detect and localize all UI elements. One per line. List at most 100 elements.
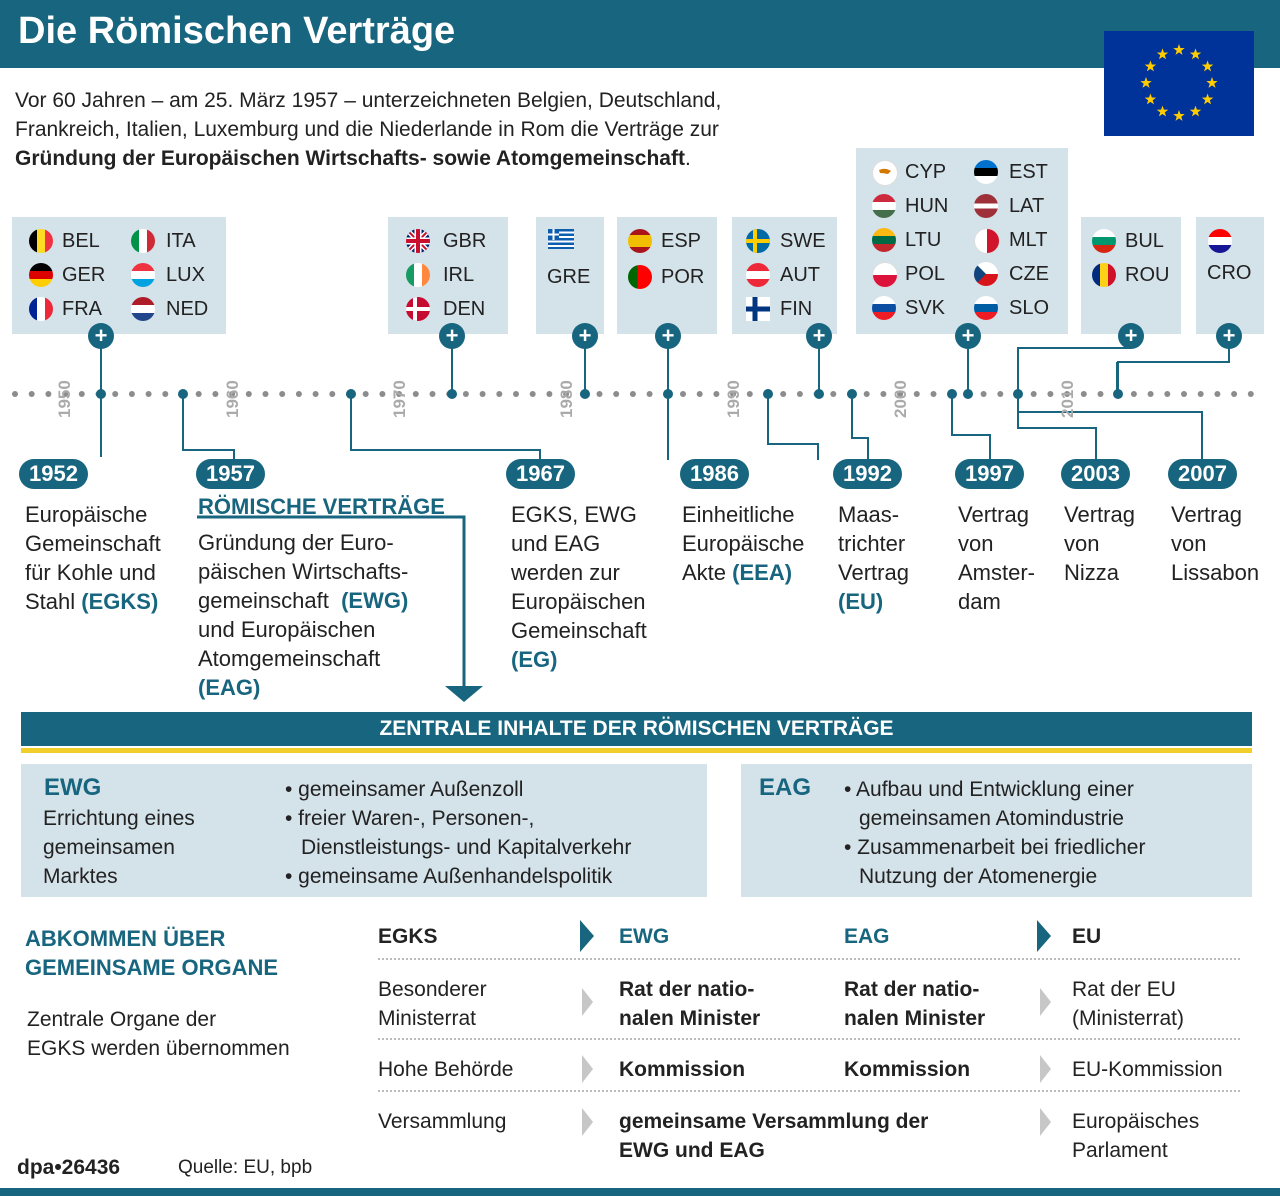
timeline-dot bbox=[45, 391, 52, 397]
flag-cro-icon bbox=[1208, 229, 1232, 253]
timeline-dot bbox=[997, 391, 1004, 397]
timeline-dot bbox=[195, 391, 202, 397]
eu-star bbox=[1144, 93, 1157, 105]
timeline-connectors bbox=[12, 340, 1254, 460]
eag-heading: EAG bbox=[759, 774, 812, 801]
flag-est-icon bbox=[974, 160, 998, 184]
country-label: AUT bbox=[780, 264, 820, 286]
flag-pol-icon bbox=[872, 262, 898, 288]
timeline-dot bbox=[479, 391, 486, 397]
flag-gre-icon bbox=[548, 229, 574, 249]
flag-fin-icon bbox=[746, 297, 770, 321]
country-label: GBR bbox=[443, 230, 487, 252]
event-2007-text: Vertrag von Lissabon bbox=[1171, 502, 1260, 585]
eu-star bbox=[1189, 48, 1202, 60]
country-label: GER bbox=[62, 264, 106, 286]
country-label: NED bbox=[166, 298, 209, 320]
timeline-dot bbox=[1030, 391, 1037, 397]
flag-cze-icon bbox=[974, 262, 998, 286]
timeline-dot bbox=[796, 391, 803, 397]
plus-icon: + bbox=[88, 323, 114, 349]
country-label: CZE bbox=[1009, 263, 1049, 285]
event-1952-text: Europäische Gemeinschaft für Kohle und S… bbox=[25, 502, 161, 614]
country-label: ESP bbox=[661, 230, 702, 252]
plus-icon: + bbox=[439, 323, 465, 349]
table-cell: gemeinsame Versammlung der EWG und EAG bbox=[619, 1110, 929, 1162]
flag-por-icon bbox=[628, 265, 652, 289]
table-separator bbox=[378, 958, 1240, 960]
country-label: GRE bbox=[547, 266, 591, 288]
timeline-dot bbox=[563, 391, 570, 397]
country-label: DEN bbox=[443, 298, 486, 320]
timeline-dot bbox=[212, 391, 219, 397]
col-header-eag: EAG bbox=[844, 925, 890, 948]
plus-icon: + bbox=[955, 323, 981, 349]
event-1986-text: Einheitliche Europäische Akte (EEA) bbox=[682, 502, 805, 585]
timeline-dot bbox=[1047, 391, 1054, 397]
eu-star bbox=[1173, 44, 1185, 55]
plus-icon: + bbox=[806, 323, 832, 349]
roemische-vertraege-heading: RÖMISCHE VERTRÄGE bbox=[198, 494, 445, 519]
accession-box-1952: BEL ITA GER LUX FRA NED bbox=[12, 217, 226, 334]
timeline-dot bbox=[1164, 391, 1171, 397]
eu-flag-icon bbox=[1104, 31, 1254, 136]
country-label: SWE bbox=[780, 230, 826, 252]
accession-box-1973: GBR IRL DEN bbox=[388, 217, 508, 334]
event-1967-text: EGKS, EWG und EAG werden zur Europäische… bbox=[511, 502, 647, 672]
timeline-dot bbox=[1231, 391, 1238, 397]
flag-lat-icon bbox=[974, 194, 998, 218]
timeline-dot bbox=[329, 391, 336, 397]
country-label: BEL bbox=[62, 230, 100, 252]
plus-icon: + bbox=[655, 323, 681, 349]
country-label: FIN bbox=[780, 298, 813, 320]
plus-icon: + bbox=[1216, 323, 1242, 349]
flag-irl-icon bbox=[406, 263, 430, 287]
table-cell: Besonderer Ministerrat bbox=[378, 978, 487, 1030]
country-label: MLT bbox=[1009, 229, 1048, 251]
event-1992-text: Maas- trichter Vertrag (EU) bbox=[838, 502, 909, 614]
flag-mlt-icon bbox=[974, 228, 1000, 254]
eu-star bbox=[1156, 48, 1169, 60]
eag-bullets: • Aufbau und Entwicklung einer gemeinsam… bbox=[844, 778, 1146, 888]
flag-esp-icon bbox=[628, 229, 652, 253]
flag-ger-icon bbox=[29, 263, 53, 287]
country-label: ITA bbox=[166, 230, 196, 252]
table-cell: Rat der EU (Ministerrat) bbox=[1072, 978, 1185, 1030]
timeline-dot bbox=[780, 391, 787, 397]
accession-box-2013: CRO bbox=[1196, 217, 1264, 334]
footer-bar bbox=[0, 1188, 1280, 1196]
table-cell: Hohe Behörde bbox=[378, 1058, 514, 1081]
timeline-dot bbox=[897, 391, 904, 397]
timeline-dot bbox=[696, 391, 703, 397]
intro-bold: Gründung der Europäischen Wirtschafts- s… bbox=[15, 147, 685, 170]
country-label: IRL bbox=[443, 264, 475, 286]
timeline-dot bbox=[1197, 391, 1204, 397]
ewg-description: Errichtung eines gemeinsamen Marktes bbox=[43, 807, 195, 888]
central-contents-header: ZENTRALE INHALTE DER RÖMISCHEN VERTRÄGE bbox=[21, 712, 1252, 746]
eu-star bbox=[1201, 60, 1214, 72]
timeline-dot bbox=[295, 391, 302, 397]
col-header-eu: EU bbox=[1072, 925, 1102, 948]
ewg-bullets: • gemeinsamer Außenzoll • freier Waren-,… bbox=[285, 778, 632, 888]
intro-text: Vor 60 Jahren – am 25. März 1957 – unter… bbox=[15, 86, 1095, 173]
timeline-dot bbox=[496, 391, 503, 397]
flag-hun-icon bbox=[872, 194, 896, 218]
table-cell: Versammlung bbox=[378, 1110, 507, 1133]
timeline-dot bbox=[62, 391, 69, 397]
timeline-dot bbox=[830, 391, 837, 397]
country-label: FRA bbox=[62, 298, 102, 320]
timeline-dot bbox=[28, 391, 35, 397]
eu-star bbox=[1201, 93, 1214, 105]
year-badge: 1997 bbox=[955, 459, 1024, 489]
timeline-dot bbox=[12, 391, 18, 397]
flag-svk-icon bbox=[872, 296, 896, 320]
page-title: Die Römischen Verträge bbox=[18, 10, 456, 52]
yellow-divider bbox=[21, 748, 1252, 753]
country-label: LAT bbox=[1009, 195, 1045, 217]
flag-aut-icon bbox=[746, 263, 770, 287]
timeline-dot bbox=[229, 391, 236, 397]
year-badge: 2003 bbox=[1061, 459, 1130, 489]
table-cell: EU-Kommission bbox=[1072, 1058, 1223, 1081]
timeline-dot bbox=[1181, 391, 1187, 397]
timeline-dot bbox=[245, 391, 252, 397]
